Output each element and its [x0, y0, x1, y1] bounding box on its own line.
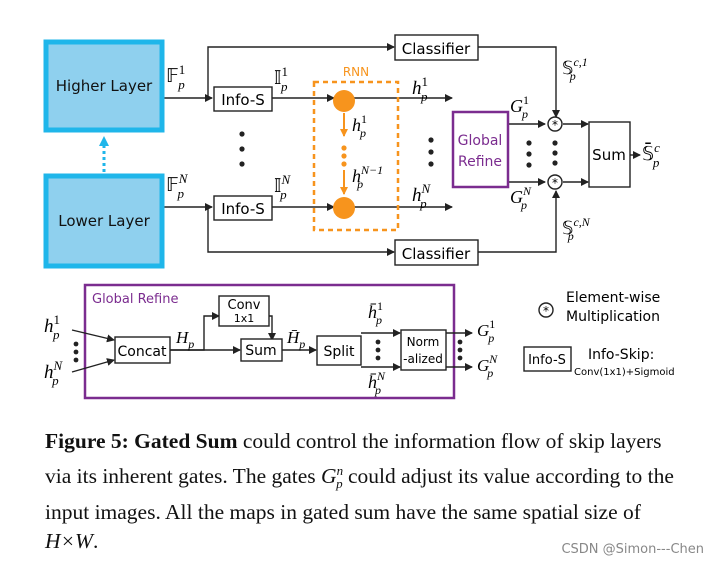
legend-multiply-icon: *	[538, 302, 554, 318]
classifier-bottom-label: Classifier	[402, 245, 471, 263]
legend-elementwise-1: Element-wise	[566, 290, 660, 306]
info-s-box-N	[213, 195, 273, 221]
watermark: CSDN @Simon---Chen	[561, 542, 704, 557]
normalized-box	[400, 329, 447, 371]
lower-layer-box	[43, 173, 165, 269]
concat-label: Concat	[118, 344, 167, 360]
caption-g-sub: p	[336, 476, 343, 492]
h-out-ellipsis	[428, 137, 434, 167]
rnn-box	[312, 80, 400, 232]
global-refine-detail-title: Global Refine	[92, 292, 178, 307]
sum-label: Sum	[592, 146, 626, 164]
g-ellipsis	[526, 140, 532, 168]
caption-end: .	[92, 529, 99, 554]
conv-box	[218, 295, 270, 327]
rnn-node-1	[333, 90, 355, 112]
higher-layer-box	[43, 39, 165, 133]
rnn-ellipsis	[341, 145, 347, 167]
multiply-icon-N: *	[547, 174, 563, 190]
hb-ellipsis	[375, 339, 381, 361]
global-refine-detail-box	[83, 283, 456, 400]
conv-label-1: Conv	[228, 298, 261, 313]
caption-text-2: could adjust its value according to the …	[45, 464, 674, 525]
normalized-label-1: Norm	[407, 335, 440, 349]
conv-label-2: 1x1	[234, 312, 255, 325]
caption-title: Gated Sum	[134, 429, 238, 453]
refine-g-ellipsis	[457, 339, 463, 361]
legend-info-skip: Info-Skip:	[588, 347, 654, 363]
global-refine-label-1: Global	[458, 133, 503, 149]
info-s-label-N: Info-S	[221, 200, 265, 218]
legend-info-s-box	[523, 346, 572, 372]
rnn-label: RNN	[343, 65, 369, 79]
global-refine-box	[451, 110, 510, 189]
info-s-label-1: Info-S	[221, 91, 265, 109]
legend-info-s-label: Info-S	[528, 353, 566, 368]
multiply-ellipsis	[552, 140, 558, 166]
refine-sum-label: Sum	[245, 343, 276, 359]
caption-g: G	[321, 464, 337, 489]
multiply-icon-1: *	[547, 116, 563, 132]
caption-text-1: could control the information flow of sk…	[45, 429, 662, 489]
lower-layer-label: Lower Layer	[58, 212, 150, 230]
info-s-ellipsis	[239, 131, 245, 167]
split-label: Split	[323, 344, 355, 360]
concat-box	[114, 336, 171, 364]
global-refine-label-2: Refine	[458, 154, 502, 170]
caption-label: Figure 5:	[45, 429, 129, 453]
hp-label: Hp	[175, 328, 194, 351]
caption-g-sup: n	[336, 463, 344, 478]
figure-caption: Figure 5: Gated Sum could control the in…	[45, 427, 685, 556]
classifier-top-box	[394, 34, 479, 61]
classifier-top-label: Classifier	[402, 40, 471, 58]
higher-layer-label: Higher Layer	[56, 77, 153, 95]
svg-text:*: *	[552, 176, 558, 190]
refine-sum-box	[240, 338, 283, 362]
sum-box	[588, 121, 631, 188]
normalized-label-2: -alized	[403, 352, 443, 366]
rnn-node-N	[333, 197, 355, 219]
caption-size: H×W	[45, 529, 93, 554]
info-s-box-1	[213, 86, 273, 112]
split-box	[316, 335, 362, 366]
legend-info-skip-desc: Conv(1x1)+Sigmoid	[574, 367, 675, 378]
legend-elementwise-2: Multiplication	[566, 309, 660, 325]
refine-h-ellipsis	[73, 341, 79, 363]
classifier-bottom-box	[394, 239, 479, 266]
svg-text:*: *	[552, 118, 558, 132]
hbar-label: H̄p	[286, 328, 305, 351]
svg-text:*: *	[543, 304, 549, 318]
